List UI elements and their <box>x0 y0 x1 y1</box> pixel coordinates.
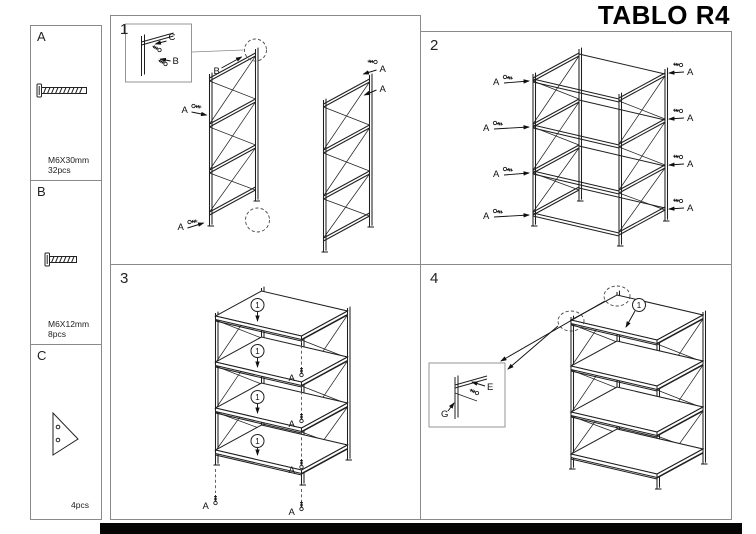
callout-a-label-2: A <box>380 64 387 75</box>
footer-bar <box>100 523 742 534</box>
top-joint-callout-circle <box>244 38 267 62</box>
part-a-qty: 32pcs <box>48 165 71 175</box>
step-1-panel: 1 C B <box>110 15 421 265</box>
step-marker-1 <box>250 390 265 404</box>
shelf-board-1 <box>215 290 348 340</box>
screw-a-glyph <box>492 208 504 215</box>
part-b-letter: B <box>37 184 46 199</box>
step-2-art: A A A A A A A <box>483 47 694 247</box>
step-3-art: 1 1 1 1 A A A <box>203 286 353 518</box>
callout-a-label: A <box>483 123 490 134</box>
screw-a-glyph <box>672 61 684 68</box>
part-c-box: C 4pcs <box>30 344 102 520</box>
callout-a-label: A <box>687 113 694 124</box>
callout-a-label-3: A <box>380 84 387 95</box>
corner-bracket-icon <box>52 411 79 456</box>
step-4-art: E G 1 <box>428 285 709 490</box>
part-a-caption: M6X30mm 32pcs <box>48 155 89 175</box>
shelf-board-4 <box>570 428 704 478</box>
marker-1-label: 1 <box>255 393 260 402</box>
callout-e-label: E <box>487 382 493 393</box>
callout-a-label: A <box>687 67 694 78</box>
screw-a-glyph <box>672 107 684 114</box>
step-4-detail-box: E G <box>428 362 506 428</box>
part-c-qty: 4pcs <box>71 500 89 510</box>
right-side-frame <box>320 73 375 253</box>
part-b-box: B M6X12mm 8pcs <box>30 180 102 345</box>
step-marker-1 <box>250 298 265 312</box>
part-a-box: A M6X30mm 32pcs <box>30 25 102 181</box>
step-marker-1 <box>250 434 265 448</box>
screw-a-glyph <box>213 494 218 506</box>
corner-callout-circle-2 <box>603 285 631 307</box>
part-c-letter: C <box>37 348 47 363</box>
screw-a-glyph <box>366 58 378 65</box>
callout-a-label: A <box>289 465 296 476</box>
marker-1-label: 1 <box>255 347 260 356</box>
callout-a-label: A <box>289 419 296 430</box>
left-side-frame <box>530 47 585 227</box>
screw-a-glyph <box>502 166 514 173</box>
page-title: TABLO R4 <box>597 0 730 30</box>
marker-1-label: 1 <box>255 437 260 446</box>
screw-a-glyph <box>187 218 199 225</box>
callout-a-label: A <box>289 373 296 384</box>
corner-callout-circle-1 <box>557 310 585 332</box>
marker-1-label: 1 <box>255 301 260 310</box>
screw-a-glyph <box>672 153 684 160</box>
step-2-panel: 2 A A <box>420 31 732 265</box>
callout-a-label: A <box>493 77 500 88</box>
part-b-caption: M6X12mm 8pcs <box>48 319 89 339</box>
step-1-diagram: C B B A A A A <box>125 23 387 253</box>
screw-m6x12-icon <box>44 252 77 267</box>
callout-a-label: A <box>483 211 490 222</box>
part-a-letter: A <box>37 29 46 44</box>
step-marker-1 <box>250 344 265 358</box>
part-a-spec: M6X30mm <box>48 155 90 165</box>
callout-g-label: G <box>441 409 448 420</box>
step-2-number: 2 <box>430 37 439 54</box>
shelf-board-4 <box>215 424 348 474</box>
step-1-detail-box: C B <box>125 23 192 83</box>
screw-a-glyph <box>191 103 203 110</box>
callout-c-label: C <box>169 32 176 43</box>
step-3-panel: 3 <box>110 264 421 520</box>
step-4-diagram: E G 1 <box>428 285 709 490</box>
screw-a-glyph <box>502 74 514 81</box>
step-4-panel: 4 <box>420 264 732 520</box>
callout-b-label: B <box>173 56 179 67</box>
part-b-spec: M6X12mm <box>48 319 90 329</box>
callout-a-label: A <box>687 159 694 170</box>
callout-b-label-2: B <box>214 66 220 77</box>
step-4-number: 4 <box>430 270 439 287</box>
bottom-joint-callout-circle <box>245 207 270 233</box>
screw-a-glyph <box>299 500 304 512</box>
callout-a-label: A <box>493 169 500 180</box>
screw-m6x30-icon <box>36 83 87 98</box>
callout-a-label: A <box>687 203 694 214</box>
step-1-number: 1 <box>120 21 129 38</box>
screw-a-glyph <box>672 197 684 204</box>
step-2-diagram: A A A A A A A <box>483 47 694 247</box>
callout-a-label: A <box>203 501 210 512</box>
callout-a-label-1: A <box>182 105 189 116</box>
step-3-diagram: 1 1 1 1 A A A <box>203 286 353 518</box>
callout-a-label-4: A <box>178 222 185 233</box>
screw-a-glyph <box>492 120 504 127</box>
step-1-art: C B B A A A A <box>125 23 387 253</box>
step-3-number: 3 <box>120 270 129 287</box>
part-b-qty: 8pcs <box>48 329 66 339</box>
step-marker-1 <box>632 298 646 312</box>
marker-1-label: 1 <box>637 301 642 310</box>
callout-a-label: A <box>289 507 296 518</box>
